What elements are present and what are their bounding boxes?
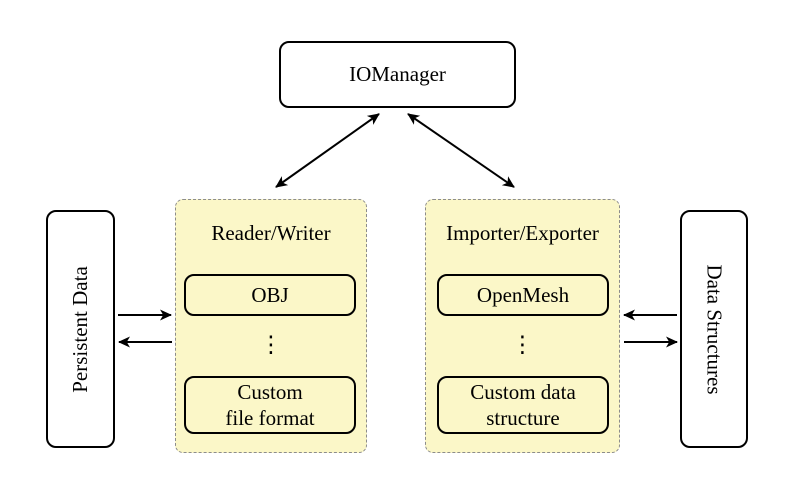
node-obj-label: OBJ <box>251 282 289 307</box>
group-importer-exporter: Importer/Exporter OpenMesh ⋮ Custom data… <box>425 199 620 453</box>
node-obj: OBJ <box>184 274 356 316</box>
group-reader-writer: Reader/Writer OBJ ⋮ Custom file format <box>175 199 367 453</box>
group-reader-writer-title: Reader/Writer <box>211 221 331 245</box>
node-data-structures-label: Data Structures <box>702 263 727 395</box>
node-custom-data-structure-line2: structure <box>486 406 560 430</box>
node-custom-file-format-line2: file format <box>225 406 315 430</box>
node-iomanager-label: IOManager <box>349 62 446 86</box>
node-openmesh-label: OpenMesh <box>476 282 570 307</box>
ellipsis-importer-exporter: ⋮ <box>511 332 534 358</box>
arrow-iomanager-importer-exporter <box>407 113 515 188</box>
node-data-structures: Data Structures <box>680 210 748 448</box>
node-custom-data-structure-line1: Custom data <box>470 379 576 404</box>
ellipsis-reader-writer: ⋮ <box>259 332 283 358</box>
node-custom-file-format-line1: Custom <box>237 379 303 404</box>
arrow-iomanager-reader-writer <box>275 113 380 188</box>
node-custom-data-structure: Custom data structure <box>437 376 609 434</box>
node-persistent-data: Persistent Data <box>46 210 115 448</box>
node-openmesh: OpenMesh <box>437 274 609 316</box>
group-importer-exporter-title: Importer/Exporter <box>446 221 599 245</box>
node-custom-file-format: Custom file format <box>184 376 356 434</box>
node-iomanager: IOManager <box>279 41 516 108</box>
node-persistent-data-label: Persistent Data <box>68 265 92 393</box>
